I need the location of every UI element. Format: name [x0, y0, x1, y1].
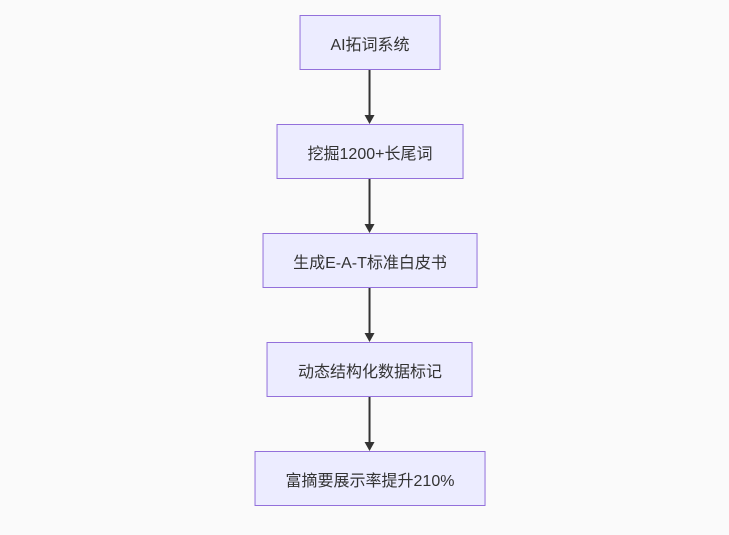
arrow-down-2	[365, 179, 375, 233]
arrow-line	[369, 397, 371, 443]
arrow-head-icon	[365, 115, 375, 124]
flow-node-label: 富摘要展示率提升210%	[285, 472, 455, 490]
flow-node-structured-data-markup: 动态结构化数据标记	[266, 342, 473, 397]
arrow-head-icon	[365, 224, 375, 233]
flow-node-label: 挖掘1200+长尾词	[307, 145, 433, 163]
arrow-line	[369, 179, 371, 225]
arrow-down-4	[365, 397, 375, 451]
flowchart: AI拓词系统 挖掘1200+长尾词 生成E-A-T标准白皮书 动态结构化数据标记…	[254, 15, 486, 506]
flow-node-ai-keyword-system: AI拓词系统	[299, 15, 441, 70]
flow-node-longtail-keywords: 挖掘1200+长尾词	[276, 124, 464, 179]
arrow-down-3	[365, 288, 375, 342]
flow-node-eat-whitepaper: 生成E-A-T标准白皮书	[262, 233, 478, 288]
arrow-line	[369, 70, 371, 116]
flow-node-label: AI拓词系统	[330, 36, 410, 54]
arrow-head-icon	[365, 442, 375, 451]
flow-node-label: 生成E-A-T标准白皮书	[293, 254, 447, 272]
arrow-head-icon	[365, 333, 375, 342]
arrow-down-1	[365, 70, 375, 124]
arrow-line	[369, 288, 371, 334]
flow-node-rich-snippet-rate: 富摘要展示率提升210%	[254, 451, 486, 506]
flow-node-label: 动态结构化数据标记	[297, 363, 442, 381]
